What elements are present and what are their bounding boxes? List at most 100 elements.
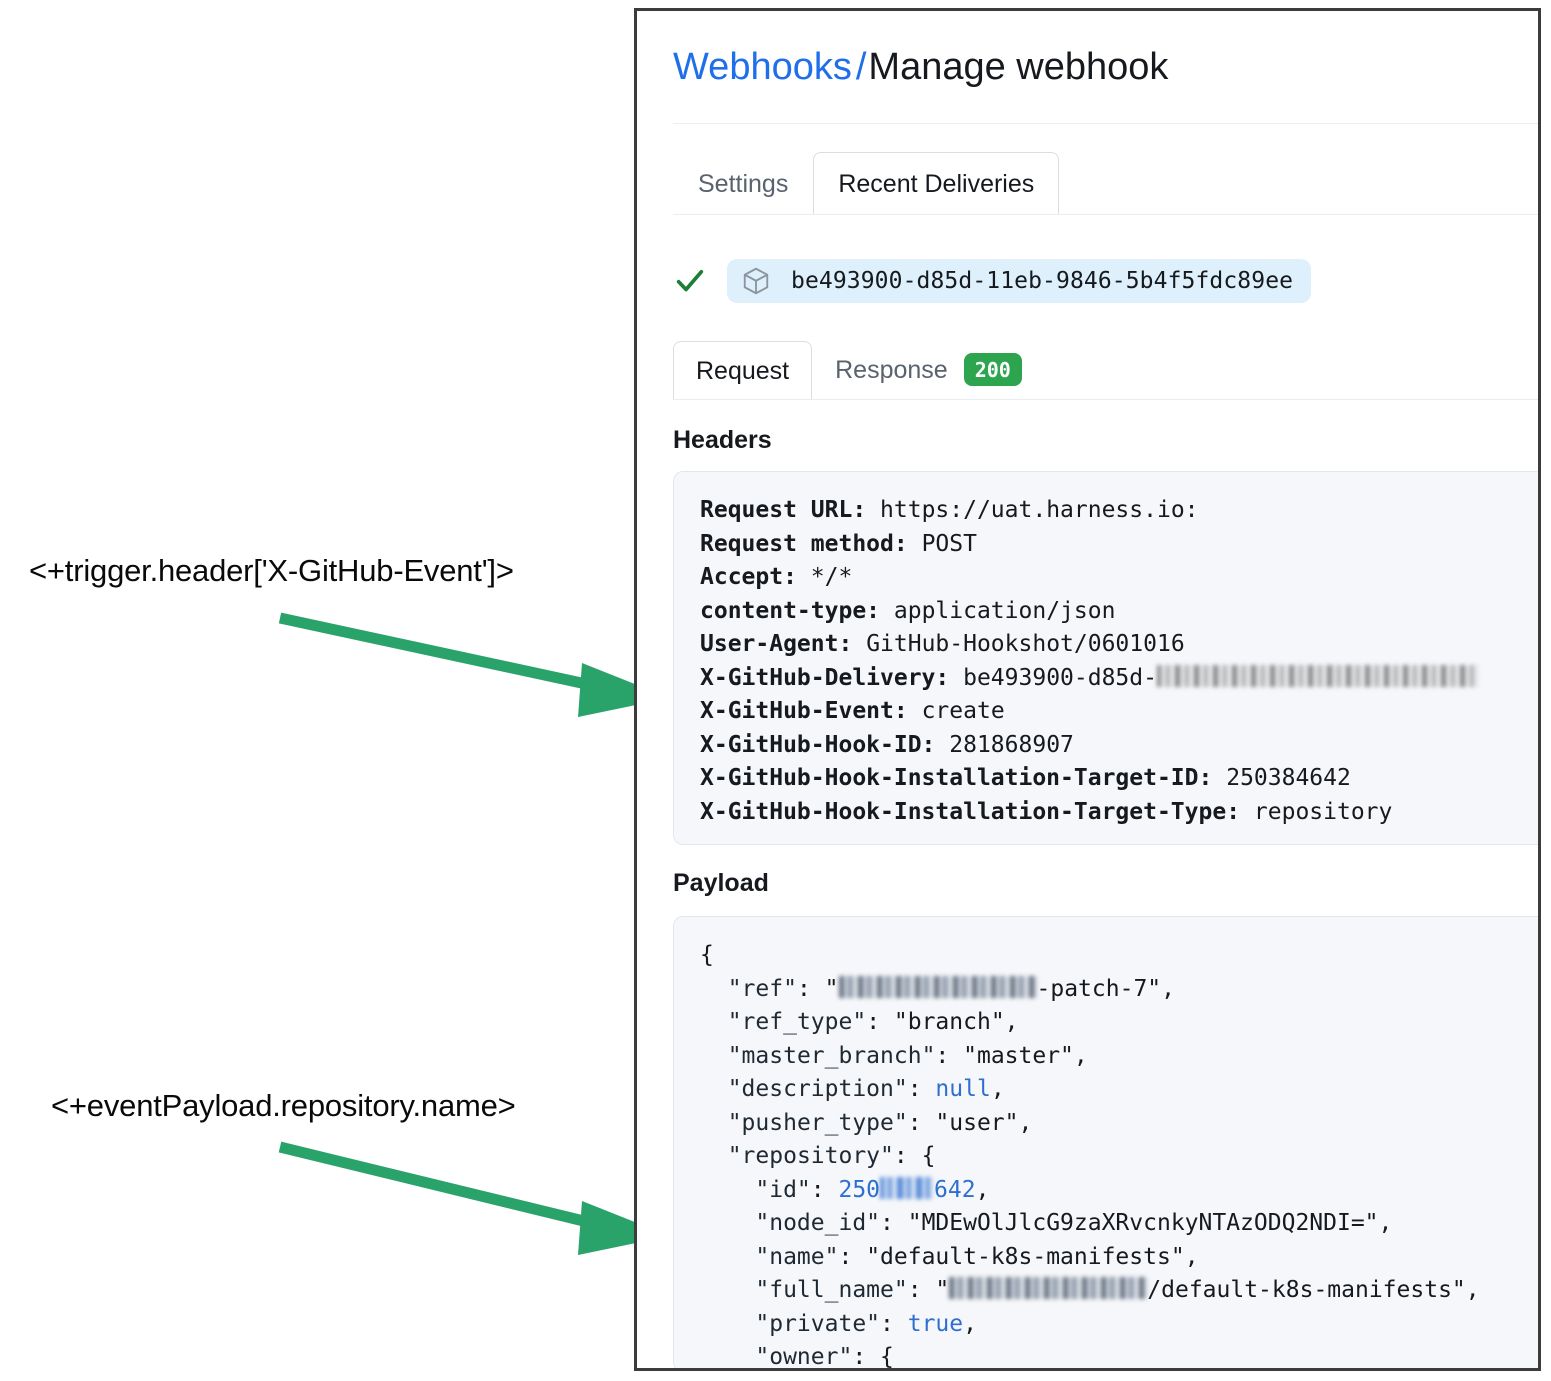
header-value: create bbox=[921, 698, 1005, 724]
payload-line: { bbox=[700, 939, 1538, 973]
header-row: content-type: application/json bbox=[700, 595, 1538, 629]
header-value: POST bbox=[921, 530, 977, 557]
header-key: X-GitHub-Event: bbox=[700, 698, 908, 724]
header-value: repository bbox=[1253, 798, 1393, 825]
payload-line: "full_name": "XXXXXXXXXXXXXX/default-k8s… bbox=[755, 1277, 1480, 1303]
json-key: "pusher_type" bbox=[727, 1109, 908, 1136]
headers-section-title: Headers bbox=[673, 426, 772, 454]
header-value: 250384642 bbox=[1226, 765, 1351, 791]
payload-code-block: { "ref": "XXXXXXXXXXXXXX-patch-7", "ref_… bbox=[673, 916, 1538, 1368]
payload-line: "ref": "XXXXXXXXXXXXXX-patch-7", bbox=[727, 975, 1175, 1002]
header-row: User-Agent: GitHub-Hookshot/0601016 bbox=[700, 628, 1538, 662]
header-key: X-GitHub-Hook-ID: bbox=[700, 731, 936, 758]
json-value-prefix: 250 bbox=[838, 1176, 881, 1203]
json-value: "master" bbox=[963, 1042, 1074, 1069]
payload-line: "repository": { bbox=[727, 1143, 936, 1169]
annotation-arrow-2 bbox=[278, 1141, 670, 1255]
json-brace: { bbox=[880, 1344, 894, 1368]
json-key: "node_id" bbox=[755, 1210, 881, 1236]
json-value: "branch" bbox=[893, 1009, 1005, 1035]
json-comma: , bbox=[963, 1310, 977, 1337]
header-value: https://uat.harness.io: bbox=[880, 497, 1199, 523]
json-comma: , bbox=[990, 1076, 1005, 1102]
payload-line: "id": 250XXX642, bbox=[755, 1176, 990, 1203]
json-comma: , bbox=[1465, 1277, 1480, 1303]
json-key: "master_branch" bbox=[727, 1042, 936, 1069]
json-comma: , bbox=[1184, 1243, 1199, 1270]
webhook-tabs: Settings Recent Deliveries bbox=[673, 152, 1060, 215]
delivery-row[interactable]: be493900-d85d-11eb-9846-5b4f5fdc89ee bbox=[673, 259, 1312, 303]
json-value: -patch-7" bbox=[1036, 975, 1162, 1002]
header-key: content-type: bbox=[700, 597, 881, 624]
status-badge: 200 bbox=[963, 353, 1022, 386]
header-key: Request URL: bbox=[700, 497, 867, 523]
divider-under-tabs bbox=[673, 214, 1538, 215]
breadcrumb-separator: / bbox=[855, 46, 867, 88]
json-quote: " bbox=[824, 975, 839, 1002]
header-key: X-GitHub-Delivery: bbox=[700, 664, 950, 691]
request-response-tabs: Request Response 200 bbox=[673, 338, 1045, 400]
json-key: "private" bbox=[755, 1310, 881, 1337]
header-key: Request method: bbox=[700, 530, 908, 557]
json-value-suffix: 642 bbox=[934, 1176, 976, 1203]
payload-line: "private": true, bbox=[755, 1310, 977, 1337]
json-key: "full_name" bbox=[755, 1277, 908, 1303]
header-value: 281868907 bbox=[949, 731, 1074, 758]
payload-line: "master_branch": "master", bbox=[727, 1042, 1088, 1069]
redacted-owner-name: XXXXXXXXXXXXXX bbox=[949, 1277, 1148, 1299]
json-value: "MDEwOlJlcG9zaXRvcnkyNTAzODQ2NDI=" bbox=[907, 1210, 1379, 1236]
json-key: "owner" bbox=[755, 1344, 853, 1368]
check-icon bbox=[676, 269, 704, 292]
redacted-delivery-id: XXXXXXXXXXXXXXXXXXXXXX bbox=[1156, 664, 1479, 687]
header-row: X-GitHub-Event: create bbox=[700, 695, 1538, 729]
divider-under-request-tabs bbox=[673, 399, 1538, 400]
breadcrumb-link-webhooks[interactable]: Webhooks bbox=[673, 46, 852, 88]
annotation-label-trigger-header: <+trigger.header['X-GitHub-Event']> bbox=[29, 553, 514, 588]
divider-under-title bbox=[673, 123, 1538, 124]
header-key: X-GitHub-Hook-Installation-Target-Type: bbox=[700, 798, 1241, 825]
json-value: true bbox=[907, 1310, 964, 1337]
delivery-id-text: be493900-d85d-11eb-9846-5b4f5fdc89ee bbox=[791, 268, 1294, 294]
json-key: "id" bbox=[755, 1176, 811, 1203]
package-icon bbox=[743, 267, 769, 295]
page-title: Webhooks/Manage webhook bbox=[673, 44, 1168, 90]
header-row: X-GitHub-Hook-Installation-Target-Type: … bbox=[700, 796, 1538, 830]
json-brace: { bbox=[700, 942, 714, 968]
json-comma: , bbox=[1161, 975, 1175, 1002]
tab-response[interactable]: Response 200 bbox=[812, 338, 1045, 400]
header-key: Accept: bbox=[700, 564, 797, 590]
json-comma: , bbox=[1004, 1009, 1019, 1035]
header-value: */* bbox=[810, 564, 853, 590]
json-comma: , bbox=[1018, 1109, 1033, 1136]
header-value: GitHub-Hookshot/0601016 bbox=[866, 631, 1185, 657]
redacted-repo-id: XXX bbox=[880, 1176, 935, 1199]
header-key: X-GitHub-Hook-Installation-Target-ID: bbox=[700, 765, 1213, 791]
json-value: /default-k8s-manifests" bbox=[1147, 1277, 1466, 1303]
header-row: Request method: POST bbox=[700, 528, 1538, 562]
payload-line: "pusher_type": "user", bbox=[727, 1109, 1033, 1136]
tab-settings[interactable]: Settings bbox=[698, 170, 789, 198]
tab-recent-deliveries[interactable]: Recent Deliveries bbox=[813, 152, 1060, 215]
json-key: "repository" bbox=[727, 1143, 894, 1169]
webhook-detail-card: Webhooks/Manage webhook Settings Recent … bbox=[634, 8, 1541, 1371]
annotation-arrow-1 bbox=[278, 612, 670, 717]
tab-response-label: Response bbox=[835, 355, 948, 384]
header-value: be493900-d85d- bbox=[963, 664, 1157, 691]
json-comma: , bbox=[1378, 1210, 1393, 1236]
header-row: Accept: */* bbox=[700, 561, 1538, 595]
delivery-id-pill[interactable]: be493900-d85d-11eb-9846-5b4f5fdc89ee bbox=[727, 259, 1312, 303]
payload-line: "owner": { bbox=[755, 1344, 894, 1368]
json-value: "user" bbox=[935, 1109, 1019, 1136]
header-row: Request URL: https://uat.harness.io: bbox=[700, 494, 1538, 528]
header-value: application/json bbox=[893, 597, 1116, 624]
tab-request[interactable]: Request bbox=[673, 341, 813, 400]
json-brace: { bbox=[921, 1143, 936, 1169]
header-row: X-GitHub-Delivery: be493900-d85d-XXXXXXX… bbox=[700, 662, 1538, 696]
json-value: null bbox=[935, 1076, 991, 1102]
json-quote: " bbox=[935, 1277, 950, 1303]
payload-line: "ref_type": "branch", bbox=[727, 1009, 1019, 1035]
header-row: X-GitHub-Hook-ID: 281868907 bbox=[700, 729, 1538, 763]
redacted-username: XXXXXXXXXXXXXX bbox=[838, 975, 1037, 998]
json-value: "default-k8s-manifests" bbox=[866, 1243, 1185, 1270]
json-comma: , bbox=[975, 1176, 990, 1203]
